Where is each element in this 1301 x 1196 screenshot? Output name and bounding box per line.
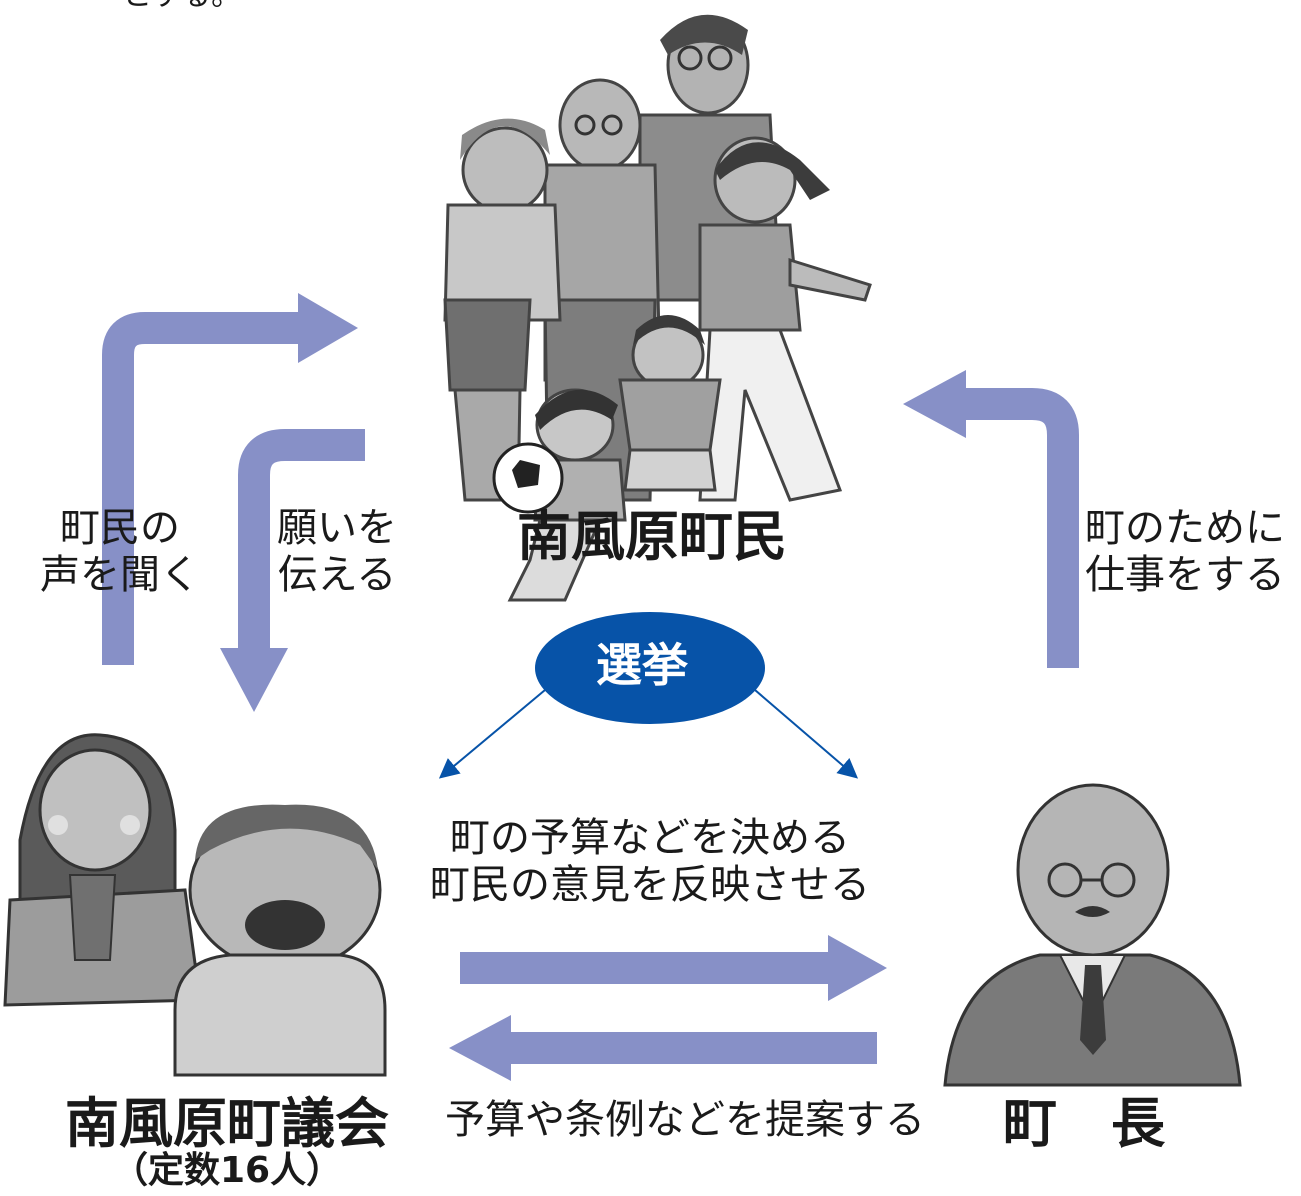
- council-title: 南風原町議会: [65, 1092, 389, 1155]
- arrow-label-line: 声を聞く: [40, 552, 200, 599]
- residents-illustration: [443, 14, 872, 602]
- arrow-label-line: 町民の意見を反映させる: [430, 862, 870, 909]
- election-line-left: [438, 689, 546, 779]
- election-label: 選挙: [596, 638, 688, 692]
- arrow-label-line: 町民の: [60, 505, 180, 551]
- mayor-illustration: [943, 783, 1242, 1087]
- arrow-label-council-to-mayor: 町の予算などを決める 町民の意見を反映させる: [410, 815, 890, 909]
- arrow-mayor-to-residents: [960, 388, 1079, 668]
- arrow-label-mayor-to-council: 予算や条例などを提案する: [440, 1097, 930, 1144]
- mayor-title: 町 長: [1003, 1092, 1165, 1155]
- arrow-label-line: 予算や条例などを提案する: [445, 1097, 925, 1143]
- arrow-council-to-mayor: [460, 952, 835, 984]
- arrow-residents-to-council: [238, 429, 365, 655]
- arrow-label-mayor-to-residents: 町のために 仕事をする: [1080, 505, 1290, 599]
- arrow-label-residents-to-council: 願いを 伝える: [262, 505, 412, 599]
- arrow-label-line: 町の予算などを決める: [450, 815, 850, 861]
- council-subtitle: （定数16人）: [112, 1150, 343, 1191]
- election-line-right: [754, 689, 859, 779]
- header-fragment: とする。: [122, 0, 241, 13]
- council-illustration: [3, 733, 387, 1077]
- arrow-label-line: 伝える: [277, 552, 397, 599]
- arrow-label-line: 仕事をする: [1085, 552, 1285, 599]
- election-ellipse: [535, 612, 765, 724]
- arrow-council-to-residents: [102, 312, 305, 665]
- arrow-label-line: 町のために: [1085, 505, 1285, 551]
- arrow-label-council-to-residents: 町民の 声を聞く: [40, 505, 200, 599]
- arrow-label-line: 願いを: [277, 505, 397, 551]
- residents-title: 南風原町民: [517, 505, 787, 568]
- arrow-mayor-to-council: [505, 1032, 877, 1064]
